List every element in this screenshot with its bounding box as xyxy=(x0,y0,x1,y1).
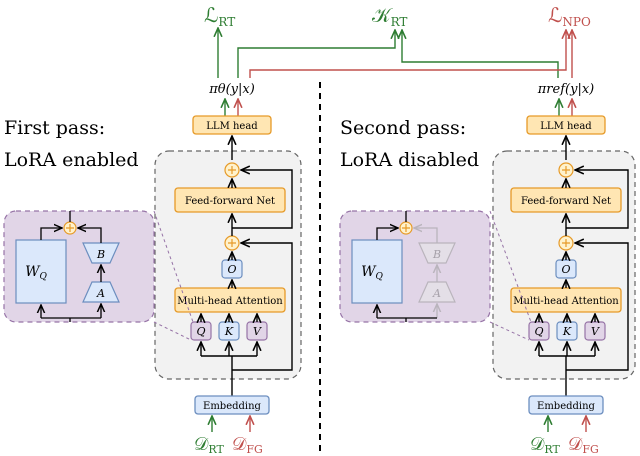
loss-npo-label: ℒNPO xyxy=(548,3,591,29)
left-ffn-label: Feed-forward Net xyxy=(185,196,275,207)
right-q-label: Q xyxy=(534,325,543,338)
right-wq-box xyxy=(351,239,403,304)
right-caption-line2: LoRA disabled xyxy=(340,149,479,171)
right-lora-a-label: A xyxy=(432,287,441,300)
left-k-label: K xyxy=(224,325,234,338)
right-embedding-label: Embedding xyxy=(537,401,596,412)
right-k-label: K xyxy=(562,325,572,338)
right-lora-a xyxy=(418,281,456,303)
right-llm-head xyxy=(526,115,606,135)
left-panel: First pass: LoRA enabled πθ(y|x) LLM hea… xyxy=(3,82,302,456)
kappa-rt-label: 𝒦RT xyxy=(372,3,407,29)
right-panel: Second pass: LoRA disabled πref(y|x) LLM… xyxy=(339,82,636,456)
right-ffn-label: Feed-forward Net xyxy=(521,196,611,207)
left-wq-label: WQ xyxy=(25,264,47,282)
left-lora-b-label: B xyxy=(96,248,105,261)
left-llm-head xyxy=(192,115,272,135)
left-caption-line1: First pass: xyxy=(4,117,105,139)
right-caption-line1: Second pass: xyxy=(340,117,466,139)
right-lora-b xyxy=(418,242,456,264)
right-d-fg: 𝒟FG xyxy=(568,434,599,456)
left-embedding xyxy=(194,395,270,415)
right-o-label: O xyxy=(561,263,570,276)
right-v-label: V xyxy=(591,325,600,338)
left-policy-label: πθ(y|x) xyxy=(208,82,255,97)
left-mha-label: Multi-head Attention xyxy=(177,296,283,307)
right-lora-b-label: B xyxy=(432,248,441,261)
right-d-rt: 𝒟RT xyxy=(530,434,560,456)
left-lora-b xyxy=(82,242,120,264)
left-embedding-label: Embedding xyxy=(203,401,262,412)
left-lora-a xyxy=(82,281,120,303)
left-lora-a-label: A xyxy=(96,287,105,300)
left-ffn xyxy=(174,187,286,213)
left-wq-box xyxy=(15,239,67,304)
loss-rt-label: ℒRT xyxy=(204,3,235,29)
left-d-rt: 𝒟RT xyxy=(194,434,224,456)
left-d-fg: 𝒟FG xyxy=(232,434,263,456)
right-policy-label: πref(y|x) xyxy=(537,82,594,97)
right-embedding xyxy=(528,395,604,415)
right-lora-disabled-adapters: B A xyxy=(414,228,456,318)
top-connections xyxy=(218,28,572,78)
left-q-label: Q xyxy=(196,325,205,338)
left-o-label: O xyxy=(227,263,236,276)
right-mha-label: Multi-head Attention xyxy=(513,296,619,307)
left-caption-line2: LoRA enabled xyxy=(4,149,139,171)
right-wq-label: WQ xyxy=(361,264,383,282)
left-llm-head-label: LLM head xyxy=(206,121,258,132)
left-v-label: V xyxy=(253,325,262,338)
right-llm-head-label: LLM head xyxy=(540,121,592,132)
